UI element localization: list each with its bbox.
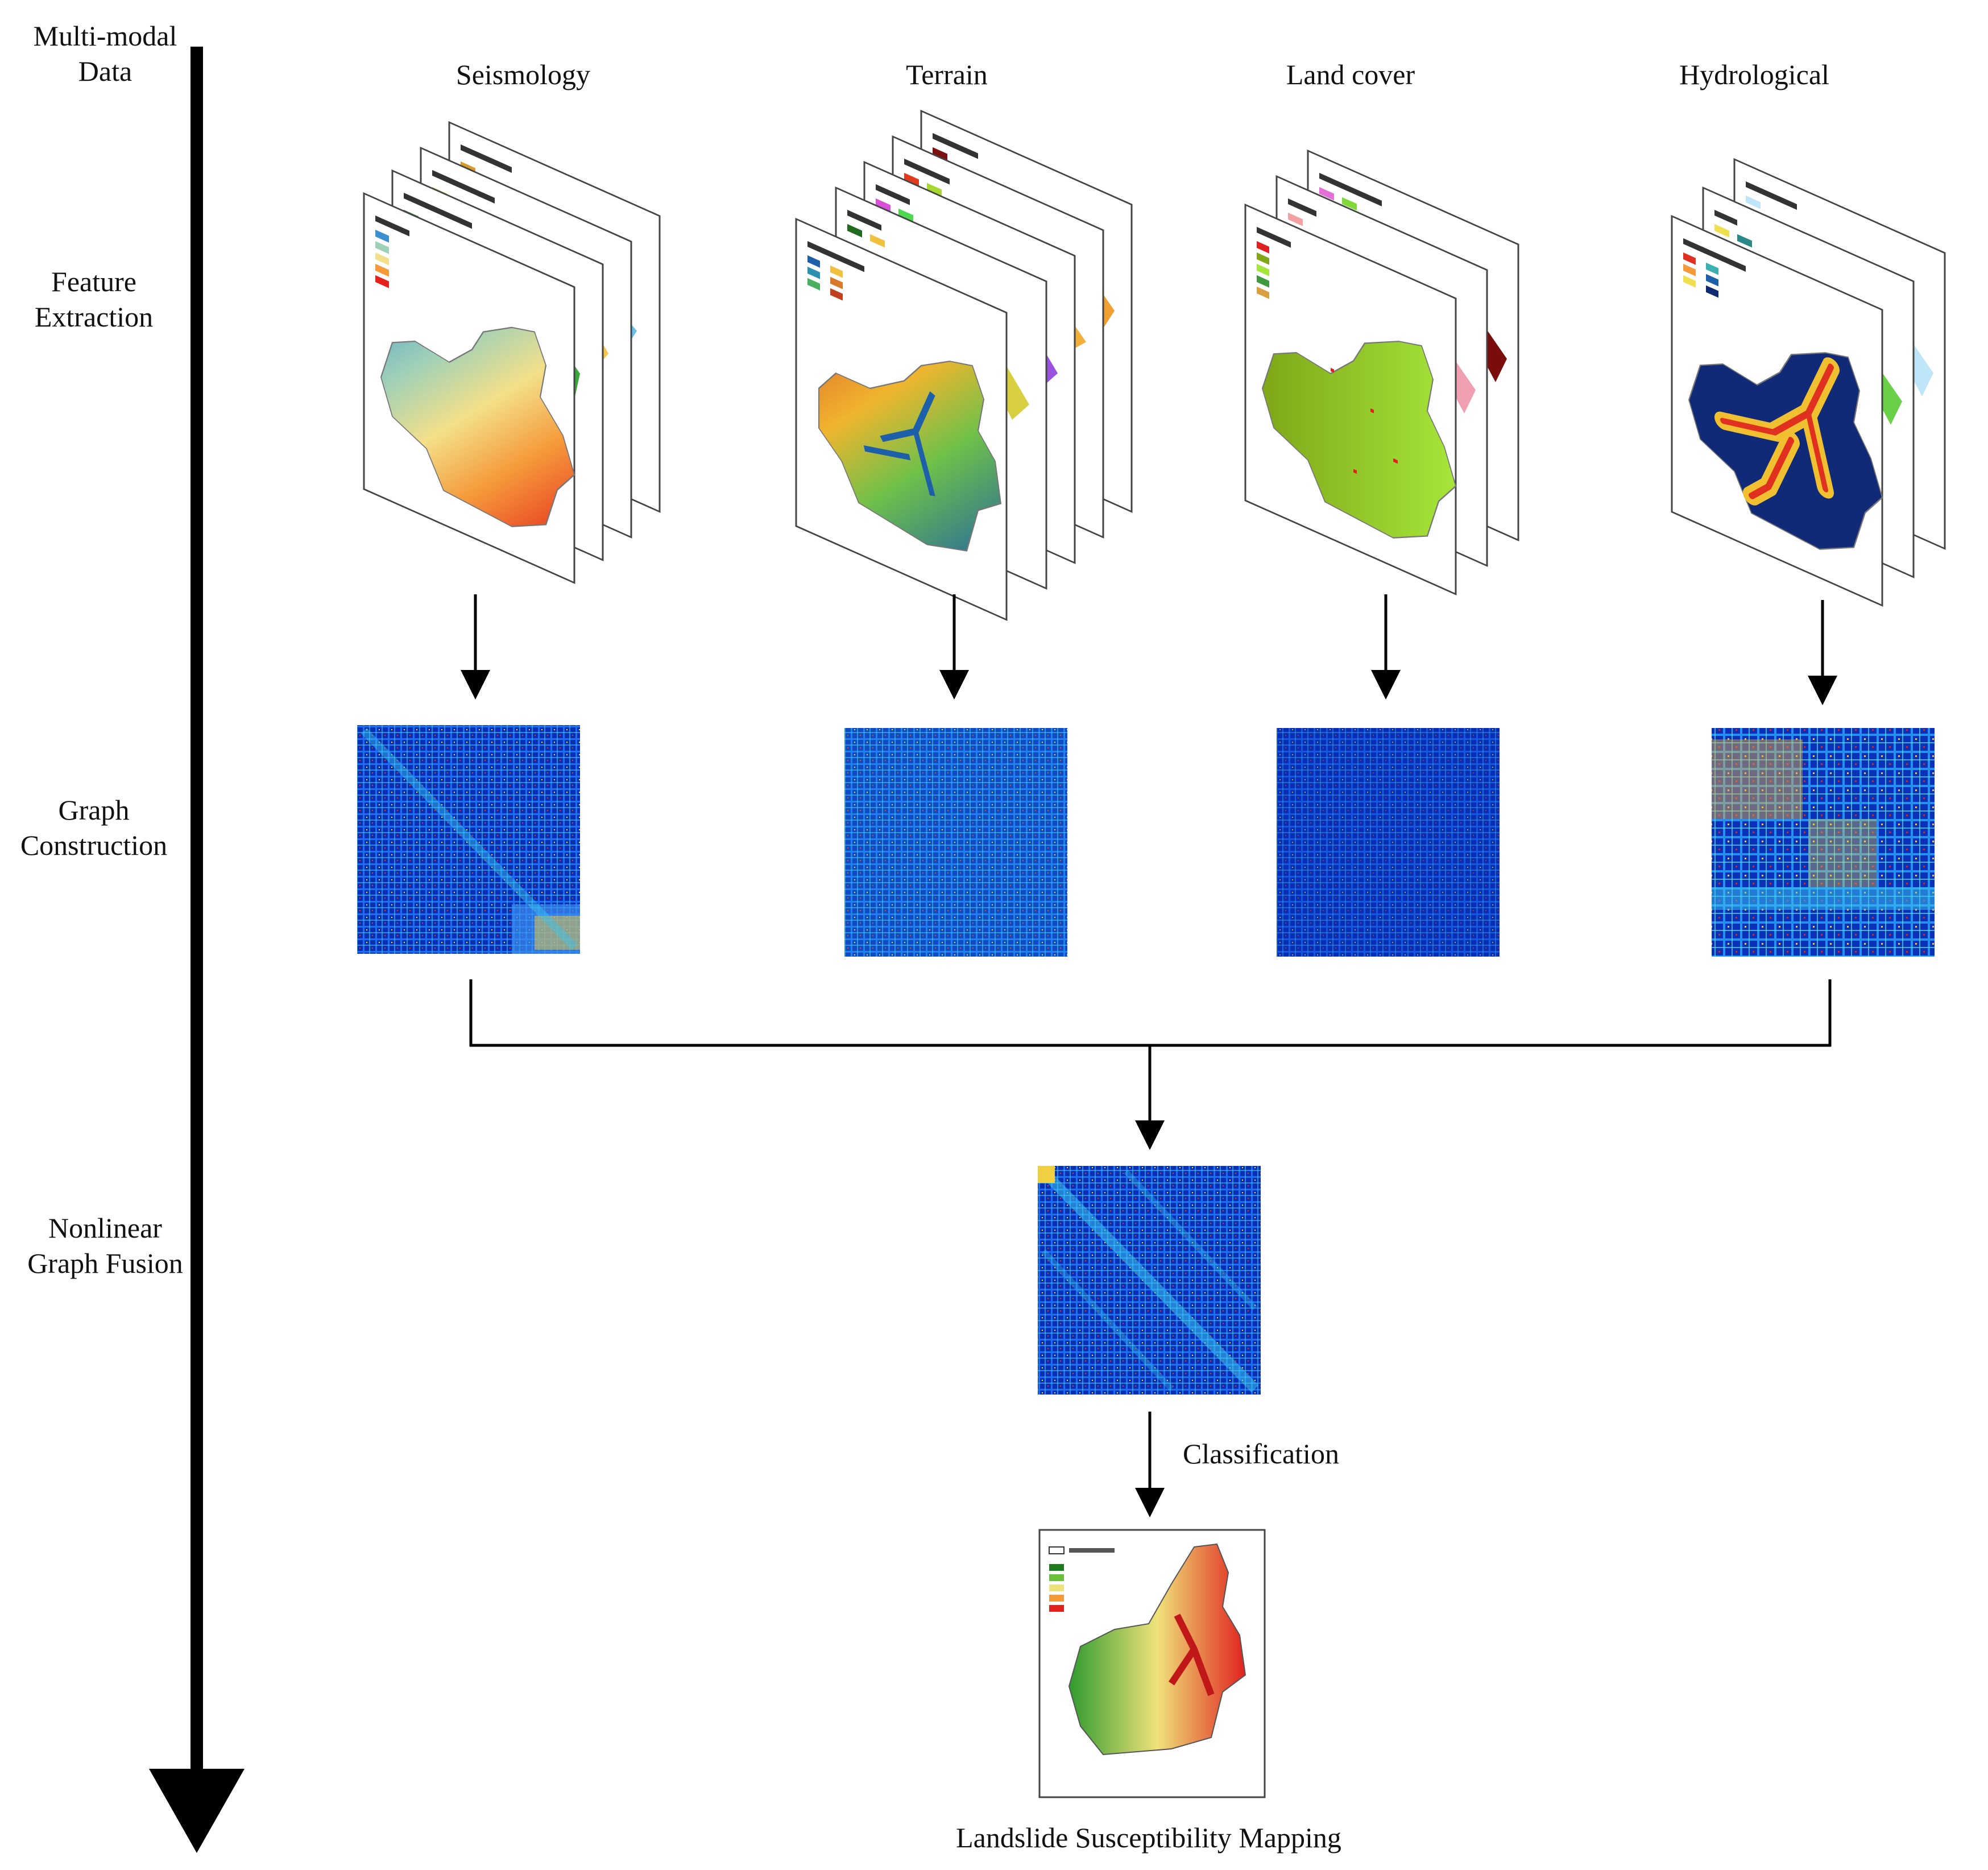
fused-graph-heatmap xyxy=(1038,1166,1261,1395)
stage-label-line: Feature xyxy=(51,266,136,297)
stage-label-nonlinear-graph-fusion: Nonlinear Graph Fusion xyxy=(0,1210,210,1281)
arrow-hydrological-down xyxy=(1808,600,1837,705)
terrain-graph-heatmap xyxy=(844,728,1067,957)
arrow-terrain-down xyxy=(939,594,969,700)
timeline-arrow xyxy=(149,47,245,1853)
stage-label-line: Construction xyxy=(20,829,168,861)
stage-label-line: Extraction xyxy=(34,301,154,333)
stage-label-graph-construction: Graph Construction xyxy=(0,792,199,863)
hydrological-map-stack xyxy=(1671,158,1946,607)
arrow-seismology-down xyxy=(461,594,490,700)
arrow-landcover-down xyxy=(1371,594,1401,700)
map-sheet xyxy=(795,217,1008,621)
modality-label-hydrological: Hydrological xyxy=(1679,59,1829,90)
modality-label-land-cover: Land cover xyxy=(1286,59,1415,90)
map-sheet xyxy=(1671,214,1883,607)
hydrological-graph-heatmap xyxy=(1712,728,1935,957)
landcover-map-stack xyxy=(1244,149,1519,595)
stage-label-feature-extraction: Feature Extraction xyxy=(0,264,199,334)
landcover-graph-heatmap xyxy=(1277,728,1500,957)
terrain-map-stack xyxy=(795,109,1133,621)
map-sheet xyxy=(363,192,575,584)
modality-label-terrain: Terrain xyxy=(906,59,988,90)
classification-label: Classification xyxy=(1183,1438,1339,1470)
stage-label-line: Data xyxy=(78,55,132,87)
seismology-map-stack xyxy=(363,121,661,584)
stage-label-multimodal-data: Multi-modal Data xyxy=(0,18,210,89)
stage-label-line: Nonlinear xyxy=(48,1212,162,1244)
susceptibility-map xyxy=(1038,1529,1266,1798)
stage-label-line: Graph Fusion xyxy=(27,1247,183,1279)
map-sheet xyxy=(1244,203,1457,595)
stage-label-line: Multi-modal xyxy=(33,20,177,52)
seismology-graph-heatmap xyxy=(357,725,580,954)
classification-arrow xyxy=(1135,1412,1165,1517)
output-label: Landslide Susceptibility Mapping xyxy=(956,1822,1341,1854)
modality-label-seismology: Seismology xyxy=(455,59,591,90)
merge-connector xyxy=(469,979,1832,1150)
stage-label-line: Graph xyxy=(58,794,130,826)
